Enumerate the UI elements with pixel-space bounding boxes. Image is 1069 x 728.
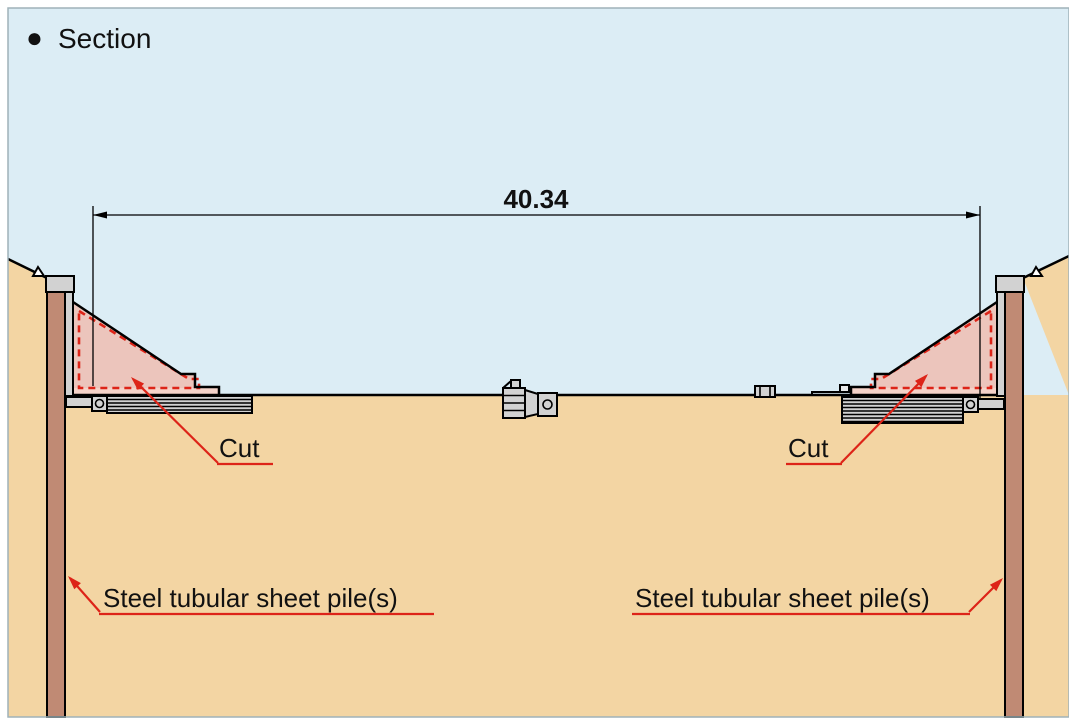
jack-plate-lamination bbox=[503, 394, 525, 412]
center-right-block bbox=[754, 385, 776, 398]
jack-tab-line bbox=[502, 380, 512, 389]
dim-arrow-left-icon bbox=[93, 211, 107, 219]
pile-label-right: Steel tubular sheet pile(s) bbox=[635, 583, 930, 613]
dim-arrow-right-icon bbox=[966, 211, 980, 219]
right-bench-step-line bbox=[811, 391, 840, 395]
cut-leader-left bbox=[132, 378, 219, 464]
cut-dashed-outline-left bbox=[77, 308, 201, 390]
cut-leader-right bbox=[840, 375, 927, 464]
left-waler-lamination bbox=[107, 398, 252, 411]
ground-left-bank bbox=[8, 259, 47, 395]
right-pile-cap bbox=[995, 275, 1025, 293]
cut-area-left bbox=[73, 302, 219, 395]
right-pile-face bbox=[996, 291, 1006, 397]
jack-wedge bbox=[524, 388, 539, 419]
drawing-border bbox=[7, 7, 1069, 718]
right-bank-slope-line bbox=[1020, 254, 1069, 281]
left-waler-pin-plate bbox=[91, 395, 108, 412]
dim-label: 40.34 bbox=[503, 184, 569, 214]
pile-label-left: Steel tubular sheet pile(s) bbox=[103, 583, 398, 613]
right-waler-pin-plate bbox=[962, 396, 979, 413]
pile-leader-arrowhead-right-icon bbox=[989, 578, 1003, 592]
right-waler-lamination bbox=[842, 399, 963, 423]
cut-dashed-outline-right bbox=[869, 308, 993, 390]
left-pile-body bbox=[46, 291, 66, 718]
jack-end-plate bbox=[537, 392, 558, 417]
right-bench-block bbox=[839, 384, 850, 393]
cut-leader-arrowhead-right-icon bbox=[915, 374, 928, 388]
cut-label-left: Cut bbox=[219, 433, 260, 463]
left-ground-marker-icon bbox=[31, 265, 46, 277]
right-pile-body bbox=[1004, 291, 1024, 718]
cut-label-right: Cut bbox=[788, 433, 829, 463]
left-pile-face bbox=[64, 291, 74, 397]
ground-right-bank bbox=[1023, 256, 1069, 395]
left-waler-bracket bbox=[65, 396, 93, 408]
jack-top-tab bbox=[510, 379, 521, 389]
cut-area-right bbox=[851, 302, 997, 395]
left-waler-pin-circle bbox=[94, 398, 105, 409]
left-pile-cap bbox=[45, 275, 75, 293]
right-ground-marker-icon bbox=[1029, 265, 1044, 277]
pile-leader-arrowhead-left-icon bbox=[68, 576, 81, 590]
right-waler-pin-circle bbox=[965, 399, 976, 410]
jack-pin-circle bbox=[542, 399, 553, 410]
cut-profile-left bbox=[72, 300, 221, 395]
center-right-block-lines bbox=[759, 386, 771, 397]
cut-leader-arrowhead-left-icon bbox=[131, 377, 145, 390]
right-waler-bracket bbox=[977, 398, 1005, 410]
section-bullet-icon: ● bbox=[26, 22, 43, 53]
ground-excavation-bottom bbox=[8, 395, 1069, 717]
cut-strip-right bbox=[852, 388, 996, 395]
cut-profile-right bbox=[849, 300, 998, 395]
section-title: Section bbox=[58, 23, 151, 54]
